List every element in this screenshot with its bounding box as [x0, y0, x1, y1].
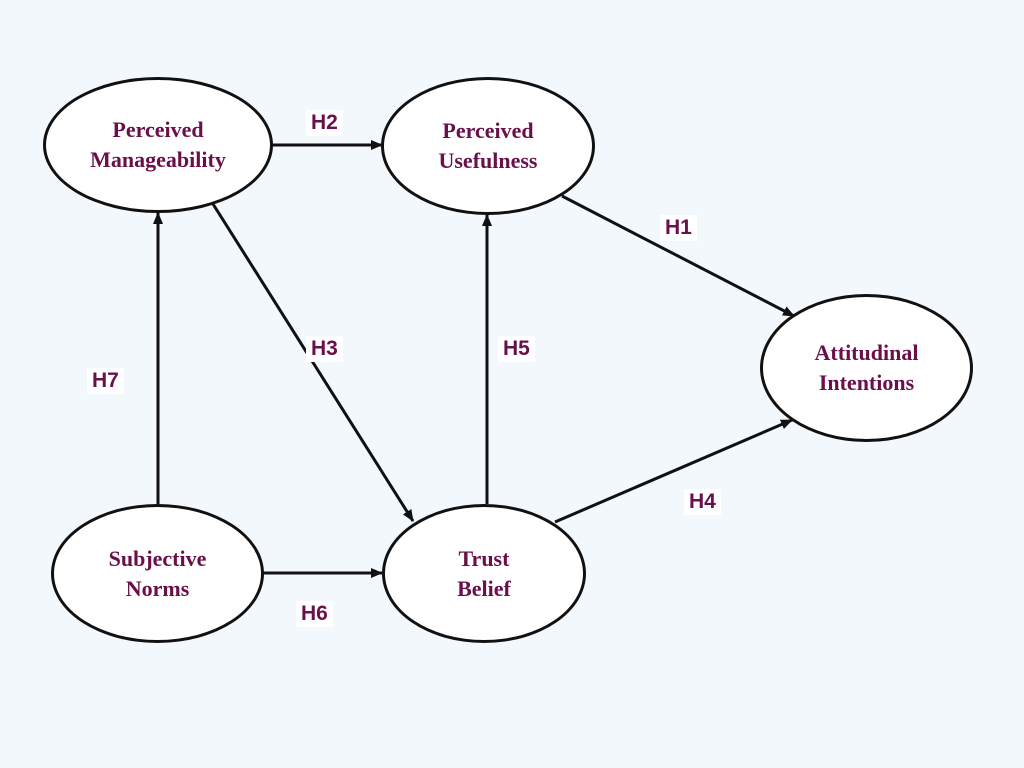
node-perceived-usefulness: Perceived Usefulness: [381, 77, 595, 215]
node-attitudinal-intentions: Attitudinal Intentions: [760, 294, 973, 442]
edge-label-h5: H5: [498, 336, 535, 362]
arrow-h1: [561, 194, 795, 318]
node-label-line: Attitudinal: [814, 340, 919, 365]
node-label-perceived-manageability: Perceived Manageability: [90, 115, 226, 175]
node-perceived-manageability: Perceived Manageability: [43, 77, 273, 213]
node-label-attitudinal-intentions: Attitudinal Intentions: [815, 338, 919, 398]
node-label-trust-belief: Trust Belief: [457, 544, 511, 604]
node-label-line: Subjective: [108, 545, 207, 571]
node-label-line: Usefulness: [438, 148, 538, 173]
node-label-subjective-norms: Subjective Norms: [109, 544, 207, 604]
edge-label-h6: H6: [296, 601, 333, 627]
edge-label-h1: H1: [660, 215, 697, 241]
arrow-h4: [554, 418, 793, 524]
node-label-line: Belief: [457, 575, 511, 601]
arrow-h3: [211, 203, 415, 522]
node-label-line: Manageability: [90, 147, 226, 172]
edge-label-h4: H4: [684, 489, 721, 515]
edge-label-h7: H7: [87, 368, 124, 394]
node-label-line: Intentions: [818, 370, 915, 395]
node-trust-belief: Trust Belief: [382, 504, 586, 643]
node-subjective-norms: Subjective Norms: [51, 504, 264, 643]
node-label-line: Perceived: [442, 118, 534, 143]
edge-label-h3: H3: [306, 336, 343, 362]
node-label-line: Norms: [125, 575, 190, 601]
node-label-perceived-usefulness: Perceived Usefulness: [438, 116, 537, 176]
node-label-line: Trust: [458, 545, 510, 571]
node-label-line: Perceived: [112, 117, 204, 142]
edge-label-h2: H2: [306, 110, 343, 136]
